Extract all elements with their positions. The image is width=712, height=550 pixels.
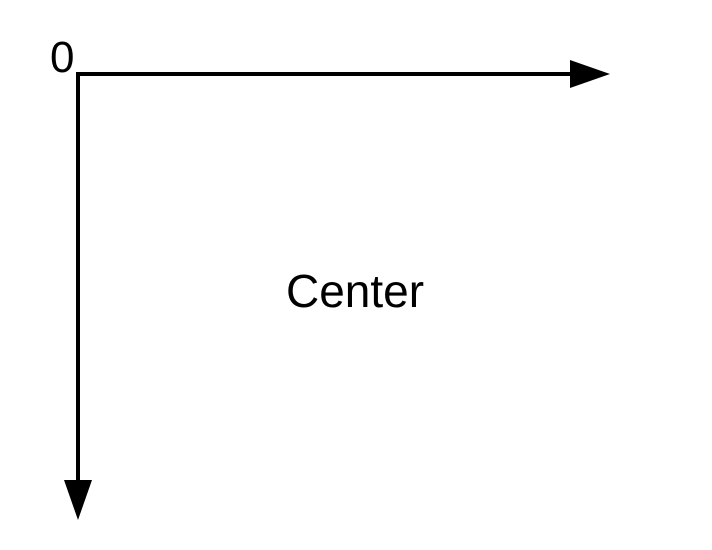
x-axis-arrowhead	[570, 60, 610, 88]
y-axis-arrowhead	[64, 480, 92, 520]
origin-label: 0	[50, 33, 74, 82]
center-label: Center	[286, 265, 424, 317]
